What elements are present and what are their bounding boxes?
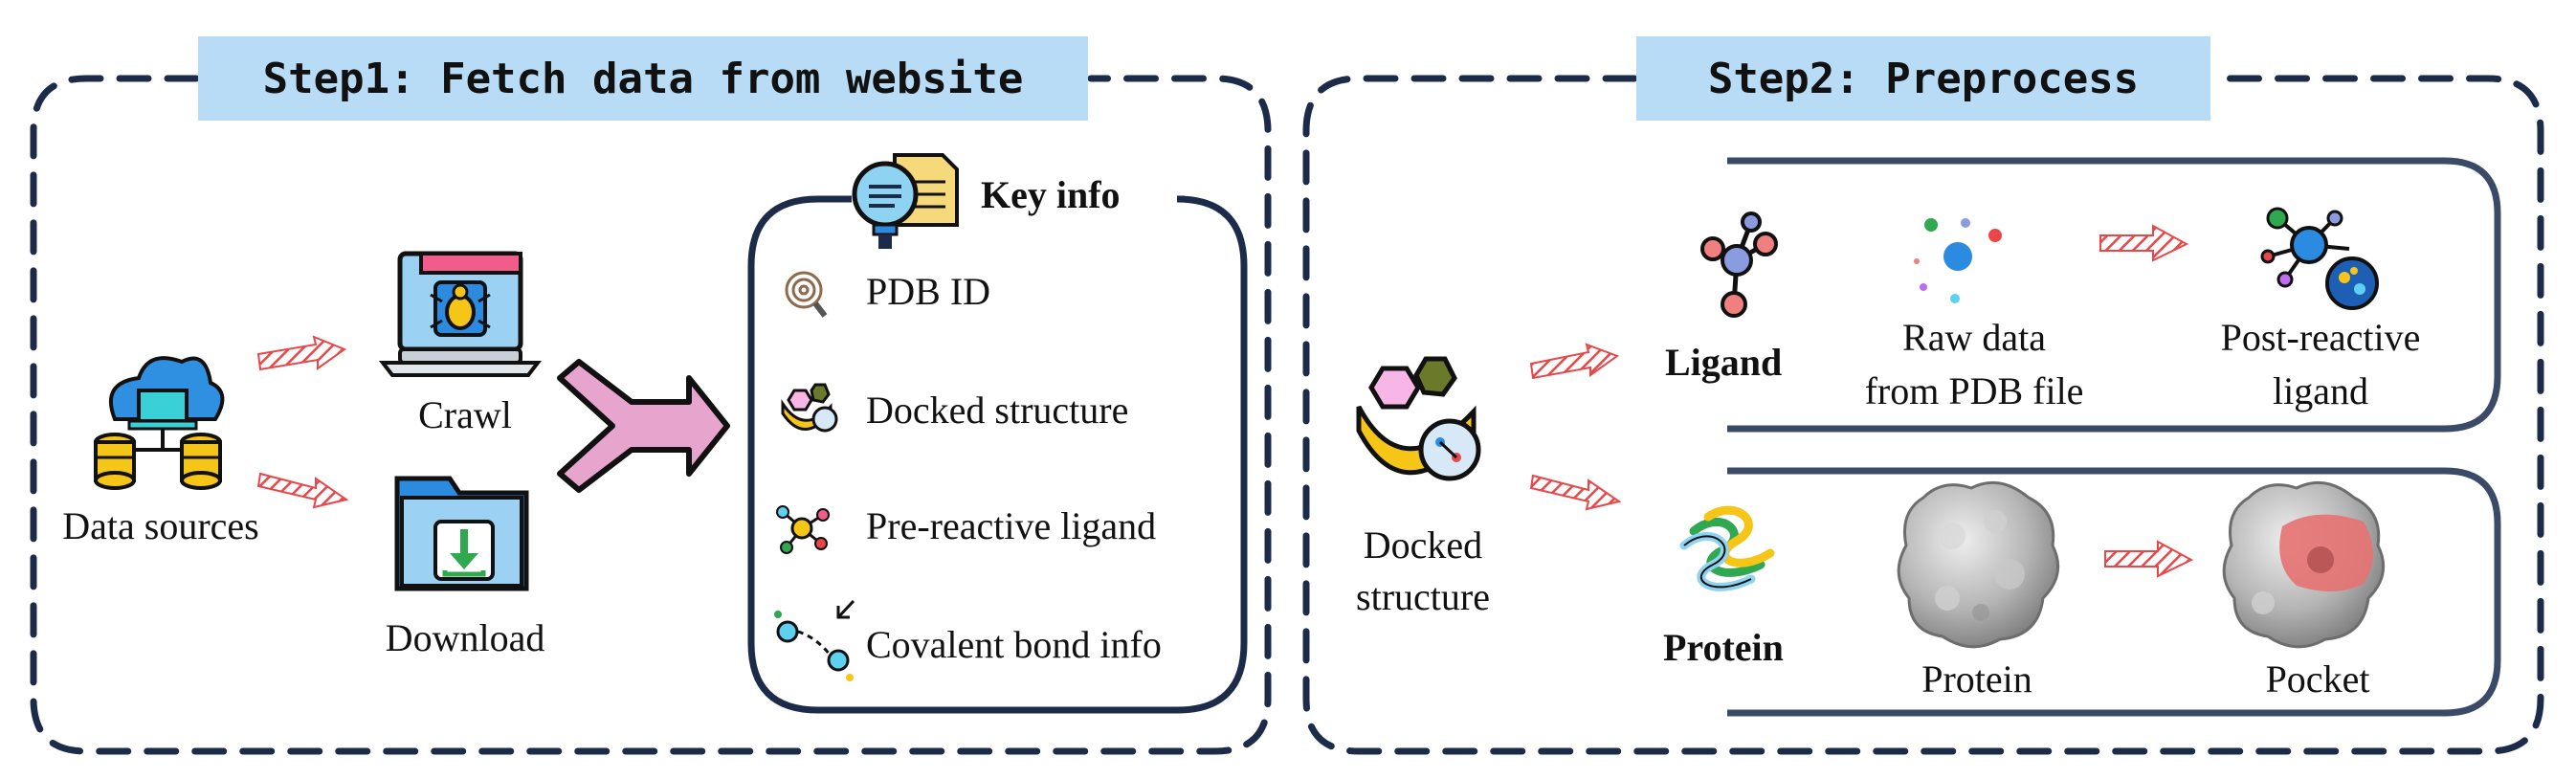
- data-sources-label: Data sources: [62, 504, 259, 547]
- arrow-to-ligand: [1529, 343, 1620, 380]
- arrow-to-protein: [1529, 474, 1622, 511]
- step1-frame: [30, 75, 1272, 755]
- arrow-raw-to-post: [2099, 224, 2189, 262]
- download-folder-icon: [394, 476, 529, 591]
- protein-label: Protein: [1921, 657, 2032, 701]
- post-reactive-ligand-icon: [2260, 207, 2379, 310]
- raw-data-dots-icon: [1914, 218, 2002, 303]
- merge-arrow: [557, 359, 730, 493]
- post-reactive-ligand-label: Post-reactive ligand: [2220, 316, 2421, 412]
- covalent-bond-icon: [774, 599, 855, 681]
- key-info-item-pre-reactive-ligand: Pre-reactive ligand: [866, 504, 1157, 547]
- key-info-item-docked-structure: Docked structure: [866, 389, 1129, 432]
- fingerprint-icon: [785, 271, 828, 318]
- protein-row-label: Protein: [1663, 626, 1784, 669]
- protein-box: [1727, 467, 2501, 717]
- crawl-label: Crawl: [418, 393, 512, 436]
- key-info-box: [747, 195, 1248, 714]
- pre-reactive-ligand-icon: [776, 505, 830, 554]
- key-info-title: Key info: [981, 173, 1121, 216]
- ligand-box: [1727, 157, 2501, 433]
- docked-structure-icon: [1356, 356, 1481, 481]
- raw-data-label: Raw data from PDB file: [1864, 316, 2084, 412]
- step1-title: Step1: Fetch data from website: [198, 36, 1088, 121]
- protein-surface-image: [1897, 480, 2060, 649]
- key-info-search-icon: [852, 153, 959, 249]
- docked-structure-label: Docked structure: [1356, 523, 1490, 618]
- download-label: Download: [385, 616, 545, 659]
- protein-helix-icon: [1679, 505, 1775, 591]
- ligand-label: Ligand: [1665, 341, 1783, 384]
- step2-frame: [1302, 75, 2544, 755]
- arrow-to-download: [256, 472, 349, 509]
- step2-title: Step2: Preprocess: [1636, 36, 2210, 121]
- key-info-item-covalent-bond-info: Covalent bond info: [866, 623, 1162, 666]
- key-info-item-pdb-id: PDB ID: [866, 270, 991, 313]
- arrow-to-crawl: [256, 335, 347, 371]
- crawl-laptop-icon: [378, 251, 543, 377]
- arrow-protein-to-pocket: [2104, 540, 2194, 578]
- pocket-surface-image: [2222, 480, 2386, 649]
- pocket-label: Pocket: [2265, 657, 2370, 701]
- ligand-molecule-icon: [1700, 211, 1778, 318]
- data-sources-icon: [94, 356, 225, 490]
- docked-structure-small-icon: [781, 383, 838, 433]
